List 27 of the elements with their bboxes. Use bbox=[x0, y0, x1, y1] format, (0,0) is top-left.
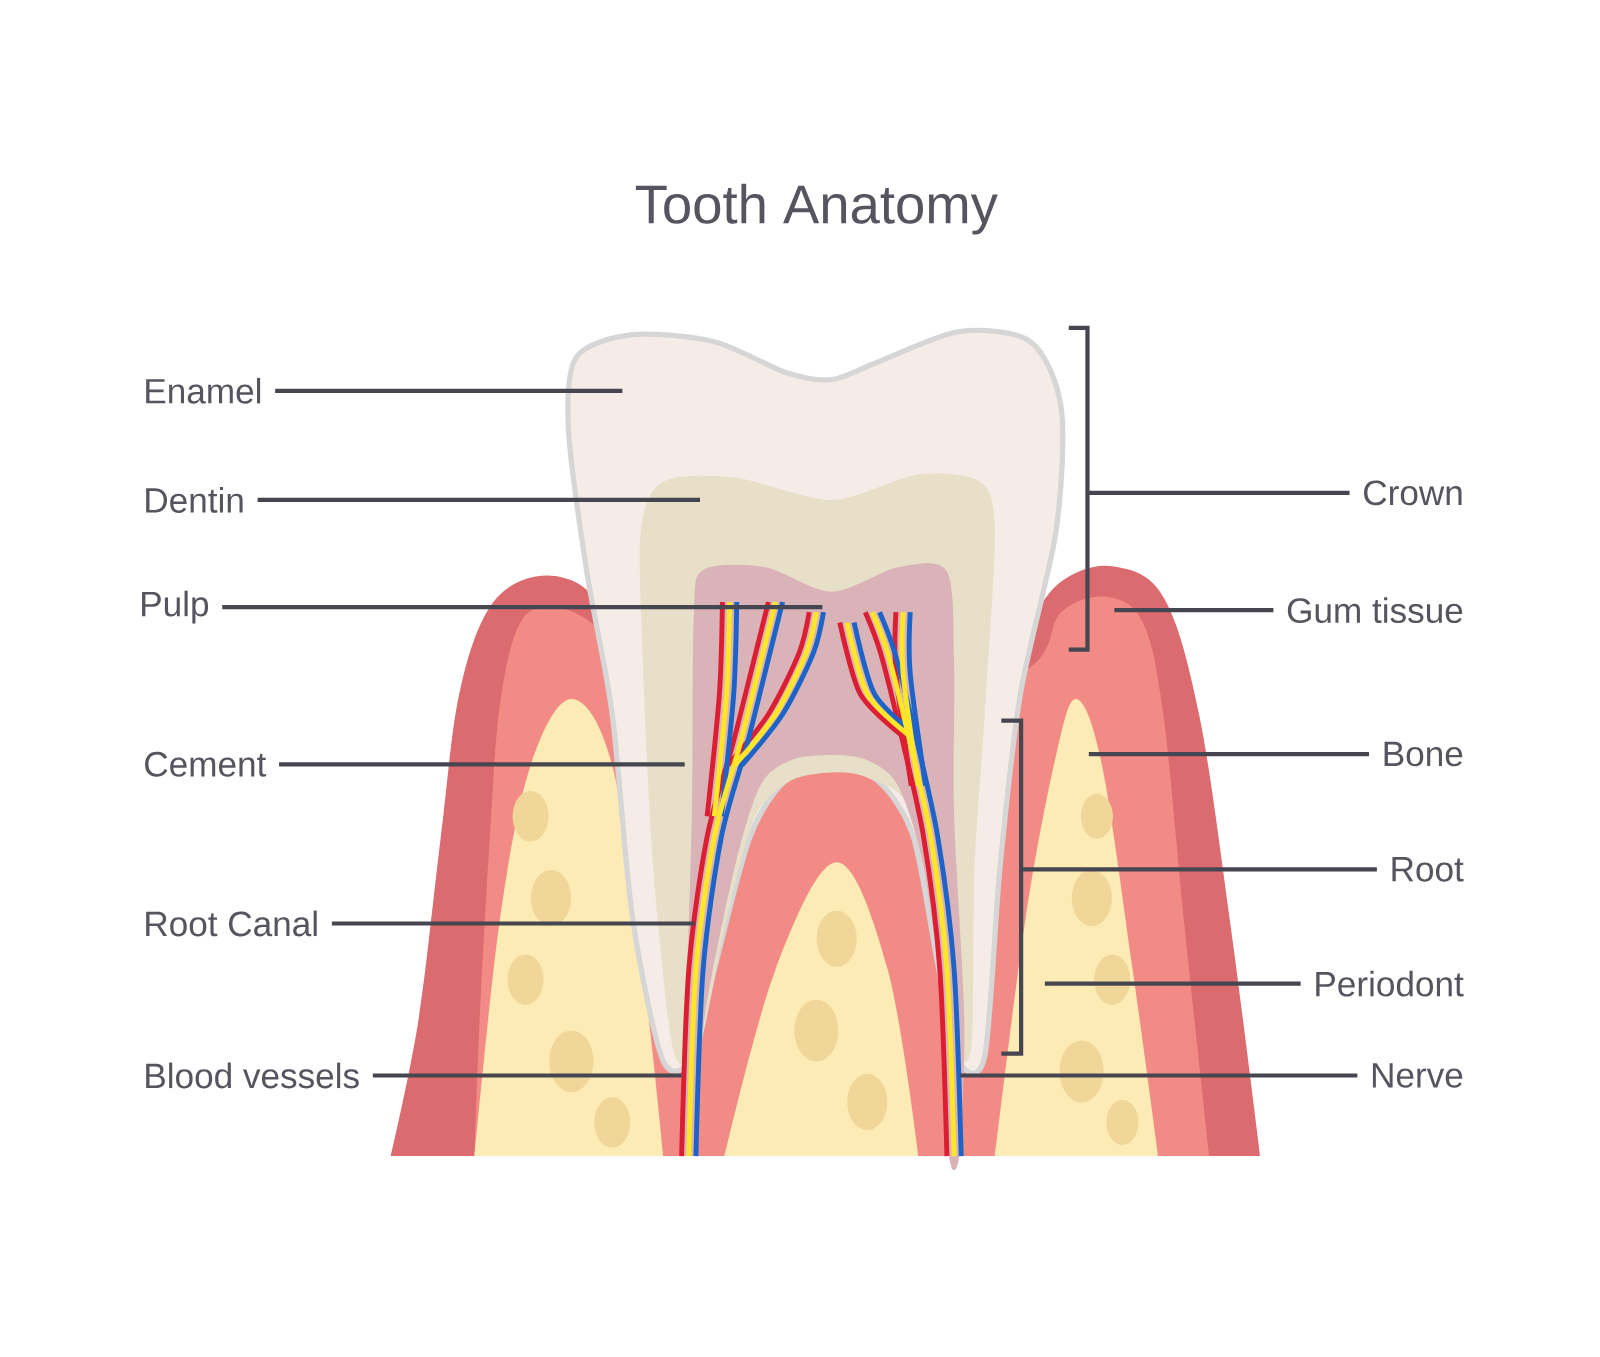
part-label: Enamel bbox=[146, 377, 261, 404]
part-label: Crown bbox=[1364, 480, 1462, 506]
leader-line bbox=[1044, 981, 1301, 986]
part-label: Dentin bbox=[146, 487, 243, 513]
part-label: Root bbox=[1392, 857, 1464, 882]
part-label: Blood vessels bbox=[146, 1062, 359, 1089]
part-label: Pulp bbox=[142, 590, 209, 624]
leader-line bbox=[1021, 867, 1377, 872]
leader-line bbox=[1114, 608, 1274, 613]
leader-line bbox=[279, 762, 685, 767]
part-label: Cement bbox=[145, 751, 267, 777]
leader-line bbox=[331, 921, 695, 926]
bracket bbox=[1001, 718, 1024, 1056]
leader-line bbox=[1088, 752, 1370, 757]
part-label: Root Canal bbox=[146, 910, 317, 937]
leader-line bbox=[275, 388, 623, 393]
leader-line bbox=[222, 604, 823, 610]
part-label: Gum tissue bbox=[1287, 597, 1463, 624]
title: Tooth Anatomy bbox=[635, 183, 998, 235]
part-label: Bone bbox=[1384, 741, 1463, 767]
part-label: Periodont bbox=[1316, 970, 1464, 997]
bracket bbox=[1068, 325, 1090, 652]
leader-line bbox=[257, 497, 700, 503]
leader-line bbox=[960, 1073, 1358, 1078]
leader-line bbox=[1087, 490, 1350, 495]
leader-line bbox=[372, 1073, 682, 1078]
part-label: Nerve bbox=[1372, 1063, 1463, 1088]
